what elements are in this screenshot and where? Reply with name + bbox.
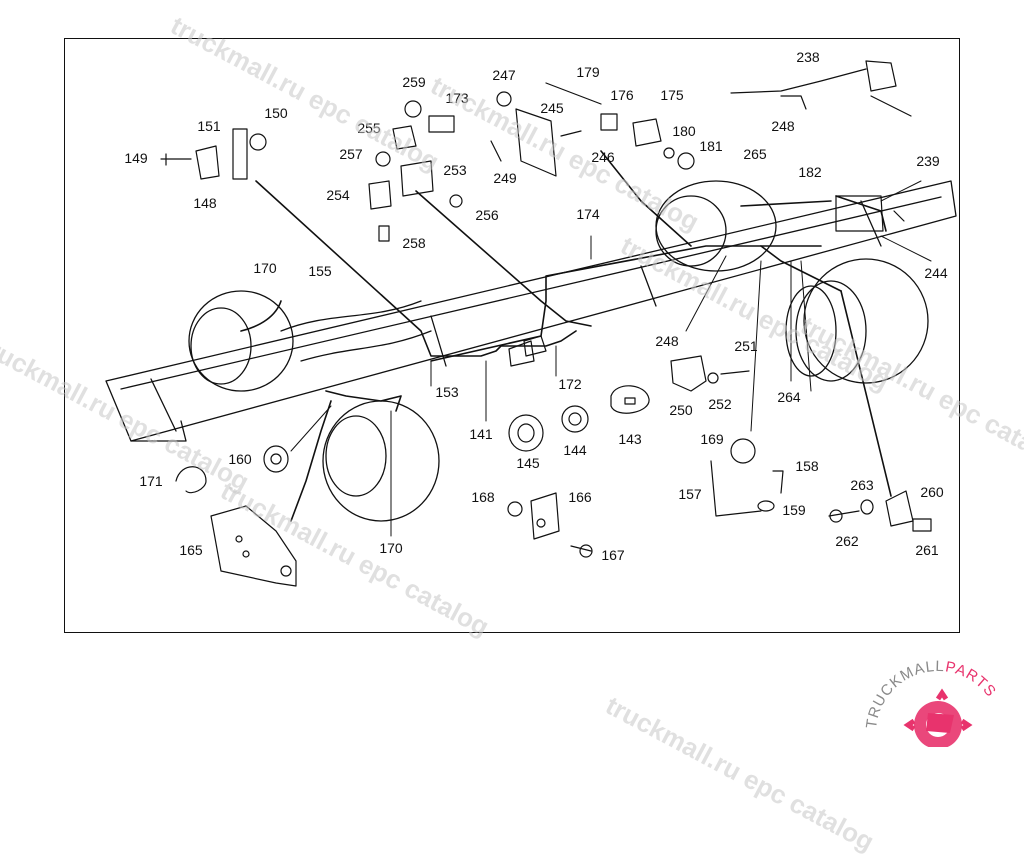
callout-label: 249 [493,170,517,186]
callout-label: 153 [435,384,459,400]
callout-label: 253 [443,162,467,178]
callout-label: 245 [540,100,564,116]
callout-label: 167 [601,547,625,563]
callout-label: 244 [924,265,948,281]
callout-label: 171 [139,473,163,489]
callout-label: 254 [326,187,350,203]
callout-label: 239 [916,153,940,169]
callout-label: 143 [618,431,642,447]
callout-label: 157 [678,486,702,502]
callout-label: 150 [264,105,288,121]
callout-label: 257 [339,146,363,162]
brake-lines [240,150,892,522]
callout-label: 145 [516,455,540,471]
callout-label: 158 [795,458,819,474]
callout-label: 168 [471,489,495,505]
callout-label: 180 [672,123,696,139]
callout-label: 160 [228,451,252,467]
callout-label: 172 [558,376,582,392]
watermark-text: truckmall.ru epc catalog [600,690,880,857]
truckmallparts-logo: TRUCKMALLPARTS [863,658,999,747]
callout-label: 265 [743,146,767,162]
callout-label: 148 [193,195,217,211]
front-left-wheel [188,290,294,392]
callout-label: 175 [660,87,684,103]
callout-label: 149 [124,150,148,166]
callout-label: 260 [920,484,944,500]
callout-label: 247 [492,67,516,83]
callout-label: 252 [708,396,732,412]
callout-label: 181 [699,138,723,154]
callout-label: 251 [734,338,758,354]
callout-label: 174 [576,206,600,222]
callout-label: 264 [777,389,801,405]
rear-right-wheel [785,258,929,384]
callout-label: 262 [835,533,859,549]
callout-label: 170 [379,540,403,556]
small-parts [160,60,932,587]
callout-label: 166 [568,489,592,505]
callout-label: 259 [402,74,426,90]
callout-label: 176 [610,87,634,103]
callout-label: 159 [782,502,806,518]
chassis-frame [105,180,957,442]
callout-label: 248 [771,118,795,134]
callout-label: 144 [563,442,587,458]
callout-label: 182 [798,164,822,180]
front-right-wheel [322,400,440,522]
callout-label: 165 [179,542,203,558]
callout-label: 246 [591,149,615,165]
callout-label: 155 [308,263,332,279]
diagram-frame [64,38,960,633]
callout-label: 173 [445,90,469,106]
callout-label: 258 [402,235,426,251]
callout-label: 263 [850,477,874,493]
callout-label: 179 [576,64,600,80]
callout-label: 169 [700,431,724,447]
callout-label: 141 [469,426,493,442]
callout-label: 151 [197,118,221,134]
callout-label: 255 [357,120,381,136]
rear-left-wheel [655,180,777,272]
chassis-brake-lines-drawing [105,60,957,587]
leader-lines [290,180,932,537]
callout-label: 238 [796,49,820,65]
callout-label: 261 [915,542,939,558]
callout-label: 170 [253,260,277,276]
callout-label: 250 [669,402,693,418]
gear-icon [903,688,973,747]
callout-label: 248 [655,333,679,349]
callout-label: 256 [475,207,499,223]
